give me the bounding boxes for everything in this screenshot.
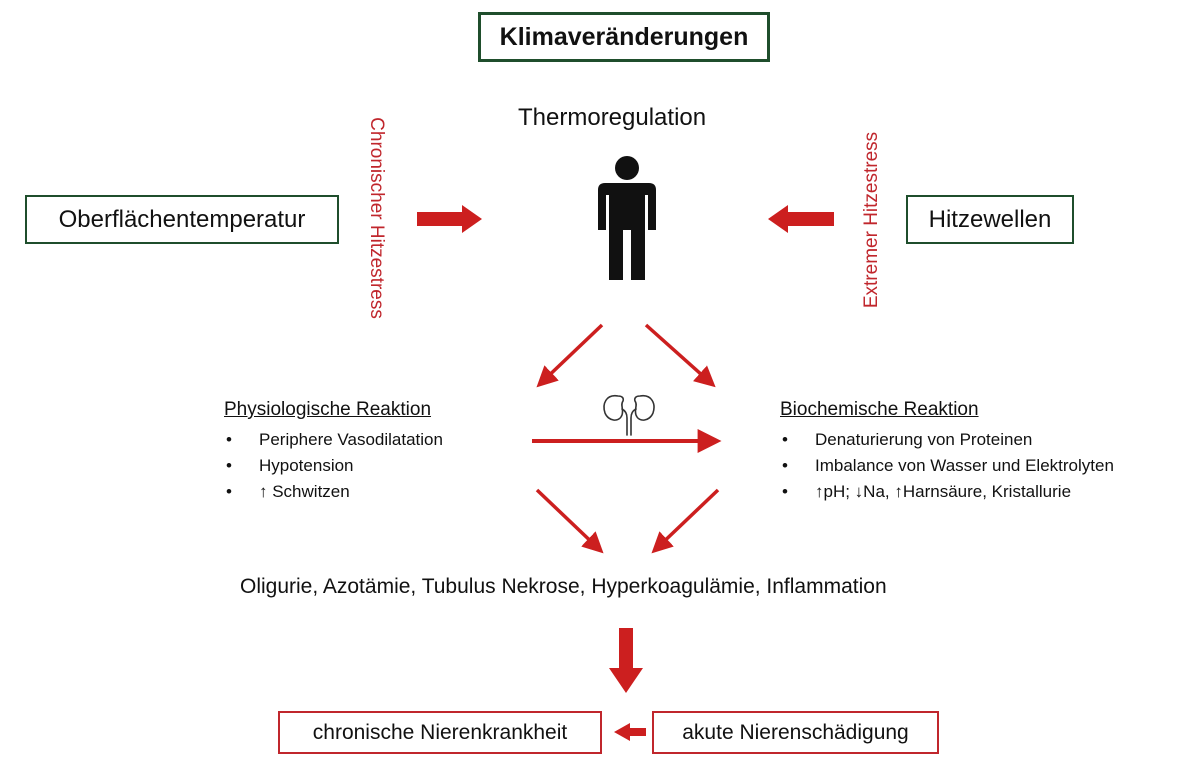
chronic-heat-stress-label: Chronischer Hitzestress [366, 117, 387, 319]
biochemical-heading: Biochemische Reaktion [780, 399, 979, 420]
arrow-surface-to-person [417, 205, 482, 233]
arrow-person-to-biochem [644, 323, 716, 388]
list-item: Imbalance von Wasser und Elektrolyten [780, 453, 1114, 479]
arrow-outcomes-to-aki [609, 628, 643, 693]
arrow-physio-to-outcomes [535, 488, 604, 554]
person-icon [598, 156, 656, 280]
physiological-heading: Physiologische Reaktion [224, 399, 432, 420]
arrow-biochem-to-outcomes [651, 488, 720, 554]
surface-temperature-text: Oberflächentemperatur [58, 205, 306, 233]
biochemical-list: Denaturierung von Proteinen Imbalance vo… [780, 427, 1114, 505]
outcomes-text: Oligurie, Azotämie, Tubulus Nekrose, Hyp… [240, 575, 887, 598]
arrow-heatwave-to-person [768, 205, 834, 233]
arrow-person-to-physio [536, 323, 604, 388]
list-item: Denaturierung von Proteinen [780, 427, 1114, 453]
extreme-heat-stress-label: Extremer Hitzestress [861, 131, 882, 309]
title-text: Klimaveränderungen [499, 22, 749, 51]
acute-kidney-injury-text: akute Nierenschädigung [682, 720, 909, 744]
chronic-kidney-disease-text: chronische Nierenkrankheit [312, 720, 568, 744]
physiological-list: Periphere Vasodilatation Hypotension ↑ S… [224, 427, 443, 505]
list-item: Hypotension [224, 453, 443, 479]
kidney-icon [603, 394, 655, 436]
list-item: ↑pH; ↓Na, ↑Harnsäure, Kristallurie [780, 479, 1114, 505]
heatwaves-box: Hitzewellen [906, 195, 1074, 244]
list-item: ↑ Schwitzen [224, 479, 443, 505]
arrow-aki-to-ckd [614, 723, 646, 741]
biochemical-reaction-section: Biochemische Reaktion Denaturierung von … [780, 399, 1114, 505]
thermoregulation-label: Thermoregulation [518, 104, 707, 131]
physiological-reaction-section: Physiologische Reaktion Periphere Vasodi… [224, 399, 443, 505]
chronic-kidney-disease-box: chronische Nierenkrankheit [278, 711, 602, 754]
heatwaves-text: Hitzewellen [928, 205, 1052, 233]
surface-temperature-box: Oberflächentemperatur [25, 195, 339, 244]
title-box: Klimaveränderungen [478, 12, 770, 62]
list-item: Periphere Vasodilatation [224, 427, 443, 453]
acute-kidney-injury-box: akute Nierenschädigung [652, 711, 939, 754]
